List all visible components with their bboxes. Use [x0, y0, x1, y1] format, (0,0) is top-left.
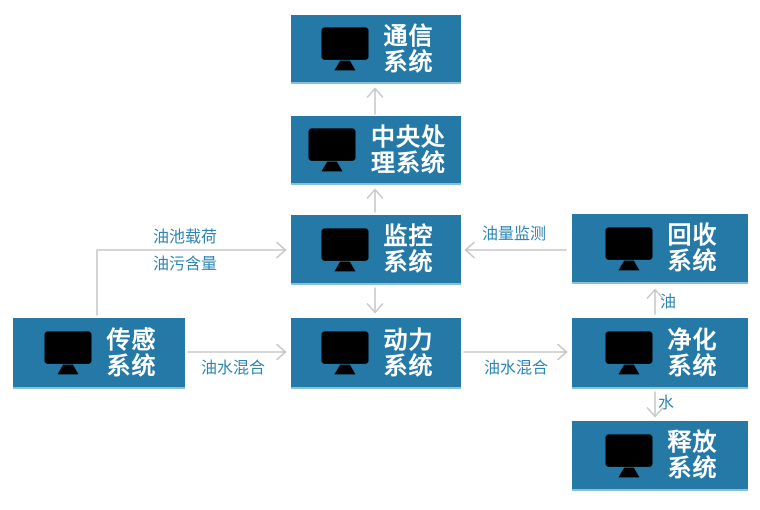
node-sensing-system: 传感 系统	[13, 318, 185, 389]
node-label-line: 回收	[667, 221, 718, 249]
edge-label-oil-water-mix-right: 油水混合	[483, 358, 549, 377]
node-label: 净化 系统	[668, 327, 718, 379]
node-monitoring-system: 监控 系统	[291, 215, 461, 285]
node-communication-system: 通信 系统	[291, 15, 461, 84]
node-label: 中央处 理系统	[371, 124, 446, 176]
node-purification-system: 净化 系统	[572, 318, 748, 389]
node-release-system: 释放 系统	[572, 421, 748, 491]
arrow-recycle-to-monitor	[464, 241, 567, 259]
edge-label-oil-pool-load: 油池载荷	[152, 227, 218, 246]
node-central-processing-system: 中央处 理系统	[291, 116, 461, 185]
node-label-line: 系统	[667, 351, 718, 380]
monitor-code-icon	[319, 226, 371, 273]
node-label-line: 监控	[383, 222, 434, 250]
arrow-monitor-to-power	[366, 287, 384, 314]
node-label: 通信 系统	[384, 23, 434, 75]
node-label-line: 系统	[106, 351, 157, 380]
node-label-line: 动力	[383, 325, 434, 354]
node-label: 回收 系统	[668, 222, 718, 274]
node-label-line: 系统	[383, 47, 434, 76]
node-label-line: 中央处	[371, 122, 446, 151]
node-label-line: 系统	[383, 351, 434, 380]
edge-label-water: 水	[657, 393, 675, 412]
node-label-line: 系统	[667, 247, 718, 275]
edge-label-oil: 油	[659, 292, 677, 311]
node-label-line: 净化	[667, 325, 718, 354]
node-power-system: 动力 系统	[291, 318, 461, 389]
node-label-line: 系统	[383, 248, 434, 276]
node-label: 监控 系统	[384, 223, 434, 275]
node-label-line: 释放	[667, 428, 718, 456]
monitor-code-icon	[319, 329, 371, 376]
node-recovery-system: 回收 系统	[572, 214, 748, 284]
edge-label-oil-content: 油污含量	[152, 254, 218, 273]
edge-label-oil-monitoring: 油量监测	[481, 224, 547, 243]
node-label-line: 理系统	[371, 148, 446, 177]
arrow-monitor-to-central	[366, 188, 384, 213]
monitor-code-icon	[603, 225, 655, 272]
monitor-code-icon	[306, 126, 358, 173]
monitor-code-icon	[319, 25, 371, 72]
node-label: 释放 系统	[668, 429, 718, 481]
node-label-line: 通信	[383, 21, 434, 50]
monitor-code-icon	[603, 329, 655, 376]
node-label: 传感 系统	[107, 327, 157, 379]
edge-label-oil-water-mix-left: 油水混合	[200, 358, 266, 377]
node-label-line: 系统	[667, 454, 718, 482]
node-label-line: 传感	[106, 325, 157, 354]
arrow-central-to-comm	[366, 87, 384, 115]
monitor-code-icon	[42, 329, 94, 376]
monitor-code-icon	[603, 432, 655, 479]
node-label: 动力 系统	[384, 327, 434, 379]
